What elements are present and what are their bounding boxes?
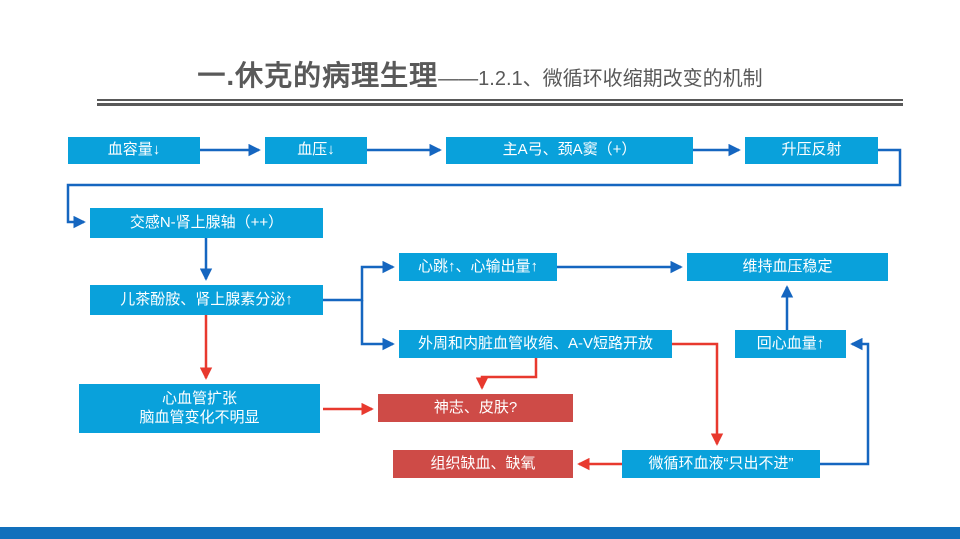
arrow-vasoconstriction-to-microcirculation xyxy=(672,342,724,446)
arrow-vasoconstriction-to-consciousness xyxy=(475,358,538,390)
node-sympathetic-axis: 交感N-肾上腺轴（++） xyxy=(90,208,323,238)
node-heart-output-label: 心跳↑、心输出量↑ xyxy=(417,257,538,275)
node-heart-output: 心跳↑、心输出量↑ xyxy=(399,253,557,281)
node-aortic-carotid: 主A弓、颈A窦（+） xyxy=(446,137,693,164)
node-sympathetic-axis-label: 交感N-肾上腺轴（++） xyxy=(129,213,284,231)
node-pressor-reflex: 升压反射 xyxy=(745,137,878,164)
node-blood-volume: 血容量↓ xyxy=(68,137,200,164)
node-venous-return-label: 回心血量↑ xyxy=(756,334,825,352)
node-tissue-ischemia: 组织缺血、缺氧 xyxy=(393,450,573,478)
node-vasoconstriction-label: 外周和内脏血管收缩、A-V短路开放 xyxy=(417,334,653,352)
node-catecholamine-label: 儿茶酚胺、肾上腺素分泌↑ xyxy=(120,290,293,308)
node-tissue-ischemia-label: 组织缺血、缺氧 xyxy=(430,454,536,472)
arrow-catecholamine-to-vasoconstriction xyxy=(360,300,395,351)
title-subtitle: ——1.2.1、微循环收缩期改变的机制 xyxy=(438,68,763,90)
footer-accent-bar xyxy=(0,527,960,539)
node-cardio-dilation: 心血管扩张 脑血管变化不明显 xyxy=(79,384,320,433)
node-aortic-carotid-label: 主A弓、颈A窦（+） xyxy=(502,141,637,159)
node-venous-return: 回心血量↑ xyxy=(735,330,846,358)
node-consciousness-skin-label: 神志、皮肤? xyxy=(433,398,518,416)
title-separator-thick xyxy=(97,103,903,106)
node-blood-volume-label: 血容量↓ xyxy=(107,141,161,159)
node-pressor-reflex-label: 升压反射 xyxy=(781,141,842,159)
arrow-microcirculation-to-return xyxy=(820,337,870,466)
slide-title: 一.休克的病理生理——1.2.1、微循环收缩期改变的机制 xyxy=(0,54,960,94)
node-microcirculation-label: 微循环血液“只出不进” xyxy=(648,454,794,472)
node-blood-pressure: 血压↓ xyxy=(265,137,367,164)
node-microcirculation: 微循环血液“只出不进” xyxy=(622,450,820,478)
arrow-catecholamine-to-heart xyxy=(323,260,395,302)
title-main: 一.休克的病理生理 xyxy=(197,60,439,91)
node-cardio-dilation-line1: 心血管扩张 xyxy=(161,389,237,407)
node-catecholamine: 儿茶酚胺、肾上腺素分泌↑ xyxy=(90,285,323,315)
node-maintain-bp: 维持血压稳定 xyxy=(687,253,888,281)
title-separator-thin xyxy=(97,99,903,101)
node-cardio-dilation-line2: 脑血管变化不明显 xyxy=(139,408,260,426)
node-vasoconstriction: 外周和内脏血管收缩、A-V短路开放 xyxy=(399,330,672,358)
node-consciousness-skin: 神志、皮肤? xyxy=(378,394,573,422)
node-maintain-bp-label: 维持血压稳定 xyxy=(742,257,833,275)
node-blood-pressure-label: 血压↓ xyxy=(297,141,335,159)
